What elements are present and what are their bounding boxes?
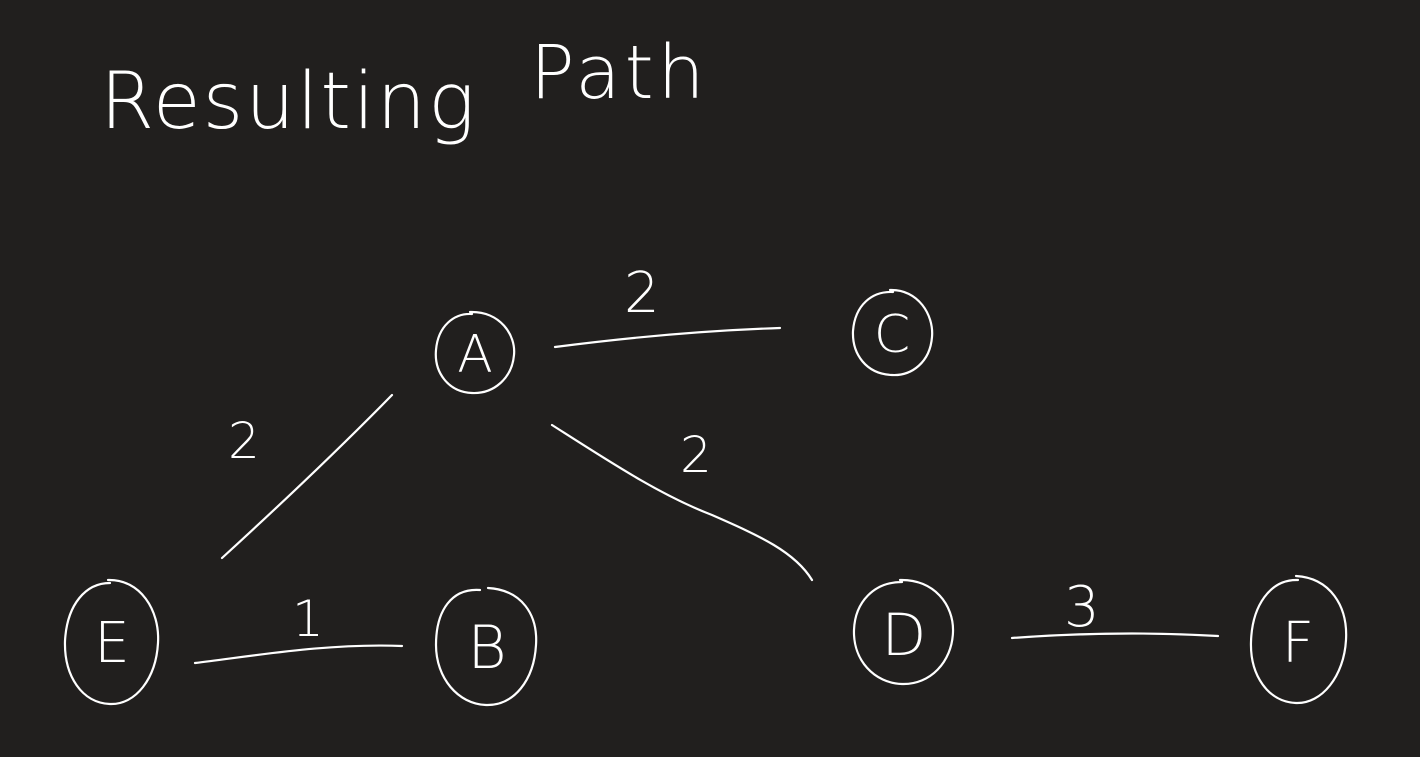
edge-weight-a-e: 2 <box>228 412 260 470</box>
node-label-b: B <box>467 613 506 683</box>
edge-e-b <box>193 644 404 665</box>
edge-d-f <box>1010 632 1220 640</box>
node-e: E <box>63 578 160 706</box>
node-label-d: D <box>882 601 927 669</box>
node-d: D <box>852 578 955 686</box>
node-label-a: A <box>457 325 493 385</box>
node-c: C <box>851 288 934 377</box>
edge-weight-d-f: 3 <box>1064 575 1100 640</box>
node-label-f: F <box>1282 611 1314 676</box>
edge-weight-e-b: 1 <box>292 590 324 648</box>
edge-a-c <box>553 326 782 349</box>
edge-a-e <box>220 393 394 560</box>
node-label-e: E <box>94 611 129 676</box>
node-label-c: C <box>874 305 910 365</box>
node-a: A <box>434 310 516 395</box>
edge-a-d <box>550 423 814 582</box>
node-f: F <box>1249 574 1348 705</box>
title-word-resulting: Resulting <box>100 57 477 147</box>
edge-weight-a-d: 2 <box>680 426 712 484</box>
node-b: B <box>434 586 538 707</box>
edge-weight-a-c: 2 <box>624 261 660 326</box>
title-word-path: Path <box>530 30 709 116</box>
